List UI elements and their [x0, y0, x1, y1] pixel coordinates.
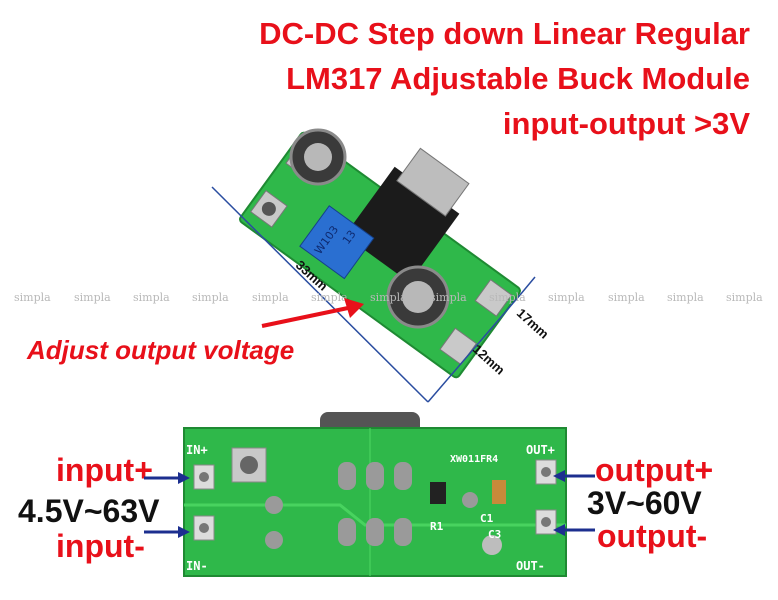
module-bottom-view: IN+ IN- OUT+ OUT- XW011FR4 R1 C1 C3 [183, 412, 567, 577]
output-minus-arrow-icon [553, 524, 595, 536]
watermark-text: simpla [192, 291, 229, 304]
input-plus-arrow-icon [144, 472, 190, 484]
adjust-voltage-label: Adjust output voltage [27, 335, 295, 365]
title-line-1: DC-DC Step down Linear Regular [259, 16, 750, 51]
input-range-label: 4.5V~63V [18, 493, 160, 529]
watermark-text: simpla [667, 291, 704, 304]
watermark-text: simpla [370, 291, 407, 304]
silk-c1: C1 [480, 512, 494, 525]
dim-line-length [211, 186, 429, 403]
watermark-text: simpla [489, 291, 526, 304]
silk-c3: C3 [488, 528, 501, 541]
silk-out-minus: OUT- [516, 559, 545, 573]
watermark-text: simpla [726, 291, 763, 304]
silk-out-plus: OUT+ [526, 443, 555, 457]
output-plus-arrow-icon [553, 470, 595, 482]
watermark-text: simpla [311, 291, 348, 304]
watermark-text: simpla [133, 291, 170, 304]
watermark-text: simpla [74, 291, 111, 304]
watermark-text: simpla [430, 291, 467, 304]
watermark-text: simpla [548, 291, 585, 304]
output-plus-label: output+ [595, 452, 714, 488]
silk-model: XW011FR4 [450, 454, 498, 465]
input-minus-label: input- [56, 528, 145, 564]
title-line-3: input-output >3V [502, 106, 750, 141]
silk-r1: R1 [430, 520, 444, 533]
adjust-arrow-icon [261, 298, 364, 328]
watermark-text: simpla [252, 291, 289, 304]
title-line-2: LM317 Adjustable Buck Module [286, 61, 750, 96]
watermark-text: simpla [608, 291, 645, 304]
silk-in-minus: IN- [186, 559, 208, 573]
dim-line-width [519, 276, 536, 296]
silk-in-plus: IN+ [186, 443, 208, 457]
input-plus-label: input+ [56, 452, 153, 488]
output-minus-label: output- [597, 518, 708, 554]
dim-line-height [427, 294, 521, 403]
input-minus-arrow-icon [144, 526, 190, 538]
module-top-view: W103 13 [211, 128, 536, 403]
watermark-text: simpla [14, 291, 51, 304]
output-range-label: 3V~60V [587, 485, 702, 521]
